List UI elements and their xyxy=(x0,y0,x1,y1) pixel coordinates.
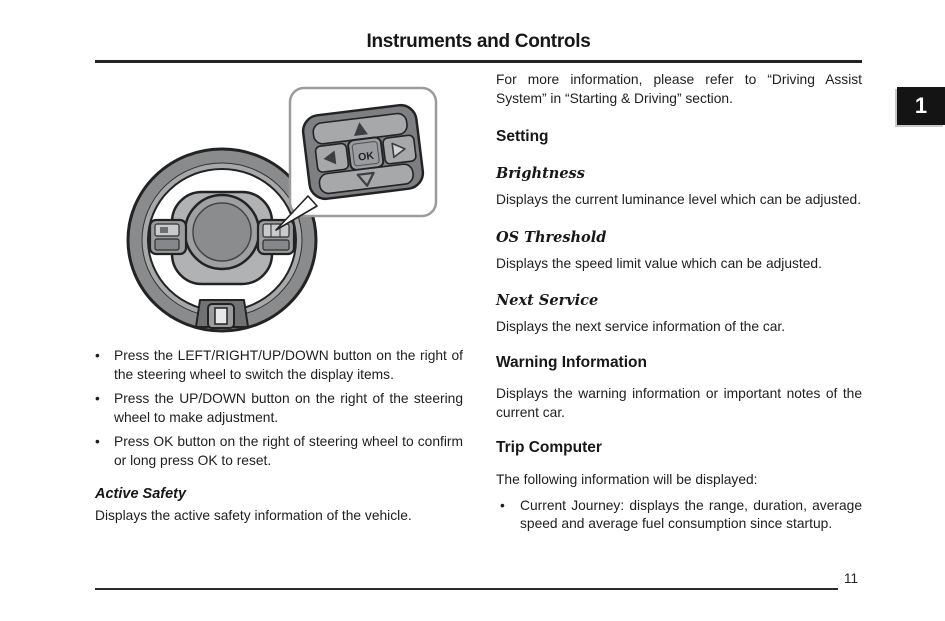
instruction-text: Press the LEFT/RIGHT/UP/DOWN button on t… xyxy=(114,348,463,382)
ok-button-label: OK xyxy=(358,150,376,164)
list-item: • Current Journey: displays the range, d… xyxy=(496,497,862,534)
trip-computer-intro: The following information will be displa… xyxy=(496,472,758,488)
control-pad: OK xyxy=(301,103,425,201)
next-service-text: Displays the next service information of… xyxy=(496,319,786,335)
instruction-text: Press the UP/DOWN button on the right of… xyxy=(114,391,463,425)
left-arrow-icon xyxy=(323,150,337,165)
button-instructions-list: • Press the LEFT/RIGHT/UP/DOWN button on… xyxy=(95,347,463,471)
right-button-pod xyxy=(256,218,296,256)
instruction-text: Press OK button on the right of steering… xyxy=(114,434,463,468)
bullet-marker: • xyxy=(500,497,505,513)
active-safety-text: Displays the active safety information o… xyxy=(95,507,412,523)
page-number: 11 xyxy=(844,571,859,586)
left-column: • Press the LEFT/RIGHT/UP/DOWN button on… xyxy=(95,347,463,525)
callout-pointer xyxy=(275,195,318,231)
down-arrow-icon xyxy=(356,171,375,187)
right-column: For more information, please refer to “D… xyxy=(496,71,862,534)
trip-computer-list: • Current Journey: displays the range, d… xyxy=(496,497,862,534)
bullet-marker: • xyxy=(95,348,100,363)
next-service-heading: Next Service xyxy=(496,292,599,310)
down-button xyxy=(318,163,414,195)
chapter-tab: 1 xyxy=(897,87,945,125)
intro-paragraph: For more information, please refer to “D… xyxy=(496,72,862,106)
active-safety-heading: Active Safety xyxy=(95,485,187,502)
up-arrow-icon xyxy=(353,122,368,136)
header-rule xyxy=(95,60,862,63)
setting-heading: Setting xyxy=(496,128,549,146)
warning-information-text: Displays the warning information or impo… xyxy=(496,385,862,420)
right-arrow-icon xyxy=(391,142,406,159)
warning-information-heading: Warning Information xyxy=(496,353,647,371)
brightness-heading: Brightness xyxy=(496,165,585,183)
steering-wheel xyxy=(126,147,318,333)
bullet-marker: • xyxy=(95,391,100,407)
bullet-marker: • xyxy=(95,434,100,450)
steering-wheel-illustration: OK xyxy=(126,86,438,333)
list-item: • Press the UP/DOWN button on the right … xyxy=(95,390,463,427)
os-threshold-heading: OS Threshold xyxy=(496,228,607,246)
bottom-button xyxy=(207,303,235,329)
list-item: • Press OK button on the right of steeri… xyxy=(95,433,463,470)
trip-computer-heading: Trip Computer xyxy=(496,439,602,457)
trip-computer-item: Current Journey: displays the range, dur… xyxy=(520,497,862,532)
list-item: • Press the LEFT/RIGHT/UP/DOWN button on… xyxy=(95,347,463,384)
footer-rule xyxy=(95,588,838,590)
page-title: Instruments and Controls xyxy=(366,31,591,52)
brightness-text: Displays the current luminance level whi… xyxy=(496,192,862,208)
os-threshold-text: Displays the speed limit value which can… xyxy=(496,255,822,271)
left-button-pod xyxy=(148,218,188,256)
